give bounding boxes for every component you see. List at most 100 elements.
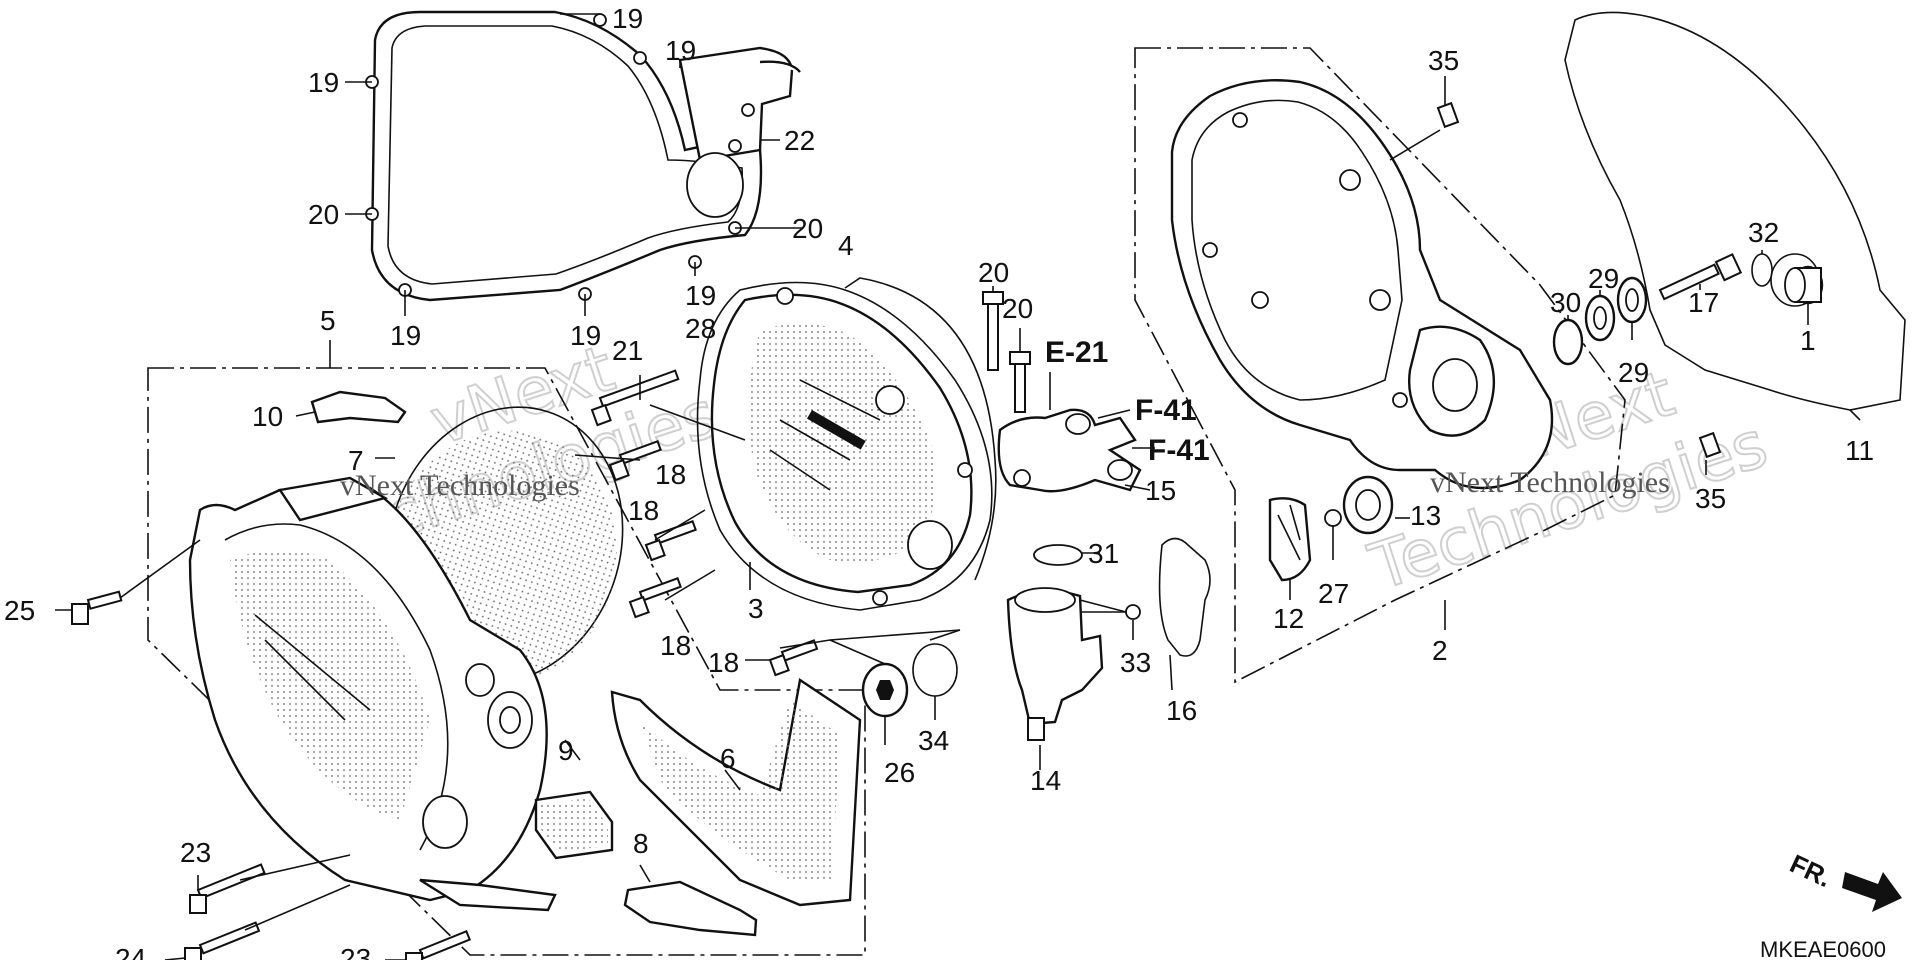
callout-30: 30	[1550, 287, 1581, 318]
callout-18: 18	[660, 630, 691, 661]
callout-14: 14	[1030, 765, 1061, 796]
right-leaders	[1289, 76, 1861, 600]
callout-7: 7	[348, 445, 364, 476]
callout-18: 18	[628, 495, 659, 526]
callout-23: 23	[340, 943, 371, 960]
callout-3: 3	[748, 593, 764, 624]
o-ring-34	[912, 643, 958, 697]
callout-19: 19	[612, 3, 643, 34]
water-pipe-14	[1006, 587, 1104, 741]
bushing-1	[1784, 265, 1824, 305]
front-arrow-icon	[1842, 872, 1902, 912]
callout-28: 28	[685, 313, 716, 344]
callout-8: 8	[633, 828, 649, 859]
callout-2: 2	[1432, 635, 1448, 666]
bolt-18-bottom	[768, 639, 819, 677]
bolt-23-left	[189, 863, 266, 914]
callout-23: 23	[180, 837, 211, 868]
shaft-17	[1658, 253, 1743, 301]
center-leaders	[829, 286, 1173, 770]
bolt-21	[590, 369, 680, 427]
callout-20: 20	[308, 199, 339, 230]
callout-5: 5	[320, 305, 336, 336]
callout-29: 29	[1618, 357, 1649, 388]
washer-33	[1125, 604, 1141, 620]
pad-8	[623, 880, 758, 937]
washer-27	[1324, 509, 1342, 527]
gasket-11	[1564, 11, 1906, 411]
callout-1: 1	[1800, 325, 1816, 356]
right-crankcase-cover	[1170, 79, 1554, 490]
callout-labels: 19 19 19 19 19 19 20 20 22 4 5 21 28 10 …	[4, 3, 1874, 965]
callout-33: 33	[1120, 647, 1151, 678]
callout-18: 18	[708, 647, 739, 678]
ref-e-21: E-21	[1045, 336, 1108, 369]
dowel-35-bottom	[1698, 431, 1722, 459]
callout-17: 17	[1688, 287, 1719, 318]
bolt-25	[71, 590, 123, 625]
callout-34: 34	[918, 725, 949, 756]
outer-clutch-cover-9	[188, 476, 557, 912]
callout-29: 29	[1588, 263, 1619, 294]
diagram-code: MKEAE0600	[1760, 937, 1886, 960]
clutch-cover-3	[696, 281, 993, 611]
callout-25: 25	[4, 595, 35, 626]
callout-31: 31	[1088, 538, 1119, 569]
gasket-16	[1158, 537, 1211, 657]
callout-19: 19	[308, 67, 339, 98]
callout-20: 20	[792, 213, 823, 244]
o-ring-32	[1751, 253, 1773, 287]
callout-22: 22	[784, 125, 815, 156]
watermark-small-right: vNext Technologies	[1430, 466, 1670, 499]
seal-30	[1552, 318, 1584, 366]
callout-19: 19	[665, 35, 696, 66]
callout-19: 19	[570, 320, 601, 351]
assembly-frame-5	[147, 367, 866, 956]
callout-20: 20	[978, 257, 1009, 288]
top-cover-leaders	[345, 13, 802, 316]
ref-f-41: F-41	[1148, 434, 1210, 467]
seal-13	[1342, 475, 1394, 535]
bolts-20-center	[982, 291, 1031, 413]
cross-references: E-21 F-41 F-41	[1045, 336, 1210, 467]
callout-20: 20	[1002, 293, 1033, 324]
callout-26: 26	[884, 757, 915, 788]
callout-18: 18	[655, 459, 686, 490]
svg-text:FR.: FR.	[1785, 848, 1836, 893]
ref-f-41: F-41	[1135, 394, 1197, 427]
pad-10	[310, 390, 407, 424]
assembly-frame-2	[1134, 47, 1626, 684]
watermark-small-left: vNext Technologies	[340, 469, 580, 502]
callout-4: 4	[838, 230, 854, 261]
o-ring-4	[844, 277, 997, 581]
top-crankcase-cover	[365, 10, 801, 302]
callout-27: 27	[1318, 578, 1349, 609]
callout-19: 19	[390, 320, 421, 351]
bolt-23-bottom	[405, 929, 472, 965]
callout-19: 19	[685, 280, 716, 311]
callout-35: 35	[1695, 483, 1726, 514]
left-leaders	[55, 375, 961, 961]
callout-35: 35	[1428, 45, 1459, 76]
front-direction-marker: FR.	[1785, 848, 1902, 912]
callout-6: 6	[720, 743, 736, 774]
bolt-18-mid	[644, 520, 697, 562]
callout-10: 10	[252, 401, 283, 432]
dowel-35-top	[1436, 101, 1460, 129]
callout-13: 13	[1410, 500, 1441, 531]
cap-26	[861, 662, 909, 718]
callout-15: 15	[1145, 475, 1176, 506]
callout-12: 12	[1273, 603, 1304, 634]
impeller-12	[1268, 497, 1312, 582]
callout-24: 24	[115, 943, 146, 960]
callout-11: 11	[1845, 435, 1874, 466]
callout-32: 32	[1748, 217, 1779, 248]
callout-21: 21	[612, 335, 643, 366]
callout-9: 9	[558, 735, 574, 766]
bolt-18-low	[628, 577, 682, 619]
thermostat-housing-15	[997, 408, 1142, 493]
callout-16: 16	[1166, 695, 1197, 726]
o-ring-31	[1033, 544, 1083, 566]
